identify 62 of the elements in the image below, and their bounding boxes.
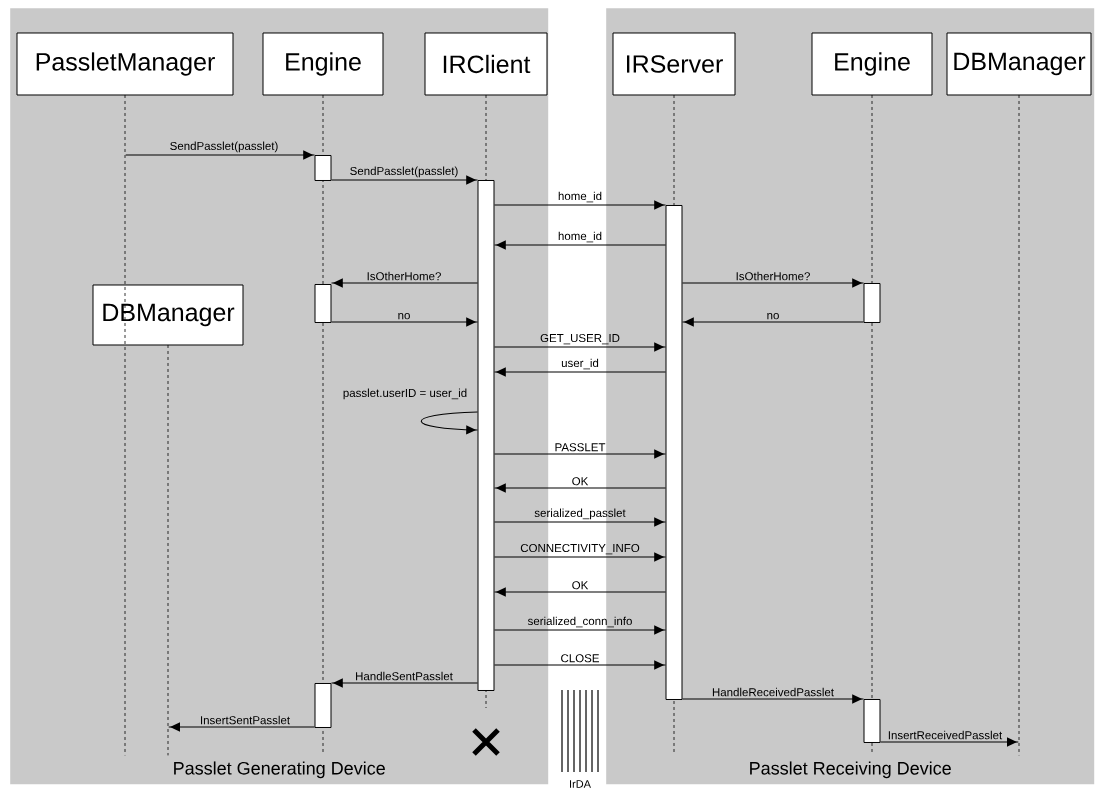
- edge-label: InsertReceivedPasslet: [888, 730, 1003, 740]
- activation-bar: [314, 284, 332, 323]
- message-arrow: [493, 342, 667, 352]
- message-arrow: [681, 317, 865, 327]
- activation-bar: [665, 205, 683, 700]
- message-arrow: [493, 625, 667, 635]
- edge-label: GET_USER_ID: [540, 334, 620, 345]
- message-arrow: [879, 737, 1019, 747]
- edge-label: CLOSE: [561, 654, 599, 663]
- edge-label: HandleReceivedPasslet: [712, 687, 834, 697]
- participant-box: PassletManager: [16, 32, 234, 96]
- message-arrow: [125, 150, 316, 160]
- message-arrow: [493, 240, 667, 250]
- edge-label: SendPasslet(passlet): [170, 141, 278, 153]
- message-arrow: [493, 552, 667, 562]
- edge-label: home_id: [558, 191, 602, 203]
- participant-box: DBManager: [946, 32, 1092, 96]
- edge-label: CONNECTIVITY_INFO: [520, 544, 640, 555]
- edge-label: HandleSentPasslet: [356, 671, 453, 681]
- edge-label: InsertSentPasslet: [201, 715, 290, 725]
- activation-bar: [314, 155, 332, 181]
- edge-label: user_id: [561, 358, 599, 370]
- message-arrow: [493, 200, 667, 210]
- message-arrow: [493, 660, 667, 670]
- activation-bar: [863, 699, 881, 743]
- self-message-arrow: [420, 411, 479, 435]
- edge-label: IsOtherHome?: [367, 271, 441, 281]
- participant-box: Engine: [811, 32, 933, 96]
- activation-bar: [863, 283, 881, 323]
- edge-label: OK: [572, 581, 589, 590]
- edge-label: no: [767, 313, 779, 320]
- message-arrow: [681, 278, 865, 288]
- message-arrow: [330, 175, 479, 185]
- activation-bar: [314, 683, 332, 728]
- edge-label: SendPasslet(passlet): [350, 166, 458, 178]
- lifeline: [1018, 94, 1020, 756]
- message-arrow: [493, 587, 667, 597]
- edge-label: serialized_conn_info: [527, 616, 632, 628]
- message-arrow: [493, 483, 667, 493]
- edge-label: serialized_passlet: [534, 508, 626, 520]
- message-arrow: [493, 367, 667, 377]
- message-arrow: [330, 678, 479, 688]
- participant-box: IRClient: [424, 32, 548, 96]
- edge-label: PASSLET: [555, 443, 606, 452]
- edge-label: IsOtherHome?: [736, 271, 810, 281]
- message-arrow: [330, 317, 479, 327]
- edge-label: home_id: [558, 231, 602, 243]
- message-arrow: [493, 449, 667, 459]
- message-arrow: [493, 517, 667, 527]
- participant-box: Engine: [262, 32, 384, 96]
- participant-box: IRServer: [612, 32, 736, 96]
- edge-label: no: [398, 313, 410, 320]
- message-arrow: [330, 278, 479, 288]
- activation-bar: [477, 180, 495, 691]
- lifeline: [167, 344, 169, 756]
- lifeline: [124, 94, 126, 756]
- irda-label: IrDA: [570, 780, 591, 788]
- edge-label: passlet.userID = user_id: [343, 388, 467, 400]
- edge-label: OK: [572, 477, 589, 486]
- message-arrow: [168, 722, 316, 732]
- message-arrow: [681, 694, 865, 704]
- participant-box: DBManager: [92, 284, 244, 346]
